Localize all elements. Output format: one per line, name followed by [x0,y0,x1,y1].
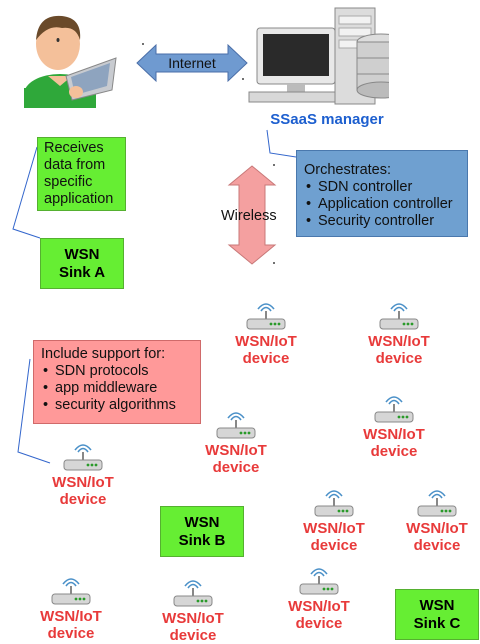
manager-note-item: Application controller [304,196,467,213]
router-icon [374,396,414,423]
router-icon [51,578,91,605]
internet-label: Internet [168,55,216,71]
wireless-arrow [227,165,277,265]
sink-b-line2: Sink B [178,531,226,549]
device-label-line2: device [47,625,95,642]
dot [273,164,275,166]
router-icon [314,490,354,517]
router-icon [173,580,213,607]
sink-c-line2: Sink C [413,614,461,632]
server-icon [248,7,389,105]
device-label-line1: WSN/IoT [40,608,102,625]
device-label-line1: WSN/IoT [406,520,468,537]
device-label-line2: device [375,350,423,367]
device-label-line1: WSN/IoT [303,520,365,537]
router-icon [216,412,256,439]
device-label-line1: WSN/IoT [288,598,350,615]
device-note-item: security algorithms [41,397,200,414]
router-icon [417,490,457,517]
router-icon [246,303,286,330]
device-label-line1: WSN/IoT [368,333,430,350]
wsn-iot-device: WSN/IoT device [356,295,442,367]
device-label-line2: device [169,627,217,644]
device-label-line2: device [310,537,358,554]
wsn-iot-device: WSN/IoT device [28,570,114,642]
sink-b-line1: WSN [184,513,220,531]
wsn-iot-device: WSN/IoT device [291,482,377,554]
device-label-line2: device [242,350,290,367]
device-note: Include support for: SDN protocols app m… [33,340,201,424]
wsn-iot-device: WSN/IoT device [276,560,362,632]
user-with-laptop-icon [24,15,117,108]
manager-note: Orchestrates: SDN controller Application… [296,150,468,237]
wsn-iot-device: WSN/IoT device [150,572,236,644]
manager-note-connector [266,129,297,158]
device-note-title: Include support for: [41,346,166,362]
sink-note-text: Receives data from specific application [44,140,114,207]
device-label-line2: device [413,537,461,554]
wsn-iot-device: WSN/IoT device [394,482,480,554]
device-label-line2: device [59,491,107,508]
router-icon [63,444,103,471]
router-icon [299,568,339,595]
device-note-item: SDN protocols [41,363,200,380]
manager-note-title: Orchestrates: [304,162,392,178]
device-label-line1: WSN/IoT [235,333,297,350]
manager-note-item: SDN controller [304,179,467,196]
wireless-label: Wireless [221,208,277,224]
sink-a-line1: WSN [64,245,100,263]
dot [273,262,275,264]
sink-note: Receives data from specific application [37,137,126,211]
sink-c: WSN Sink C [395,589,479,640]
device-label-line1: WSN/IoT [162,610,224,627]
wsn-iot-device: WSN/IoT device [193,404,279,476]
ssaas-manager-label: SSaaS manager [270,111,384,128]
sink-b: WSN Sink B [160,506,244,557]
device-note-list: SDN protocols app middleware security al… [41,363,200,414]
device-label-line2: device [212,459,260,476]
device-label-line2: device [370,443,418,460]
wsn-iot-device: WSN/IoT device [40,436,126,508]
device-note-connector [17,358,51,464]
device-note-item: app middleware [41,380,200,397]
manager-note-list: SDN controller Application controller Se… [304,179,467,230]
wsn-iot-device: WSN/IoT device [351,388,437,460]
device-label-line1: WSN/IoT [363,426,425,443]
manager-note-item: Security controller [304,213,467,230]
sink-note-connector [12,146,41,239]
dot [142,43,144,45]
sink-a: WSN Sink A [40,238,124,289]
wsn-iot-device: WSN/IoT device [223,295,309,367]
sink-a-line2: Sink A [58,263,106,281]
device-label-line1: WSN/IoT [205,442,267,459]
device-label-line1: WSN/IoT [52,474,114,491]
device-label-line2: device [295,615,343,632]
internet-arrow [136,43,248,83]
router-icon [379,303,419,330]
sink-c-line1: WSN [419,596,455,614]
dot [242,78,244,80]
